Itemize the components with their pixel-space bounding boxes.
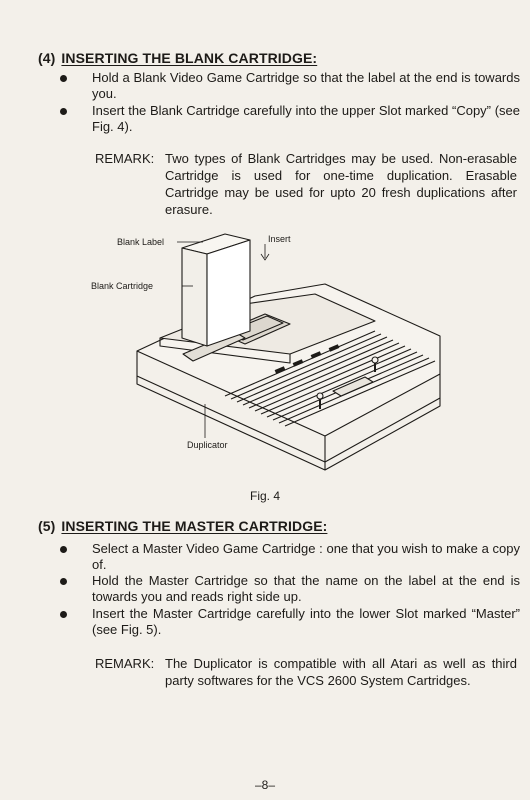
section-5-bullet-2: Hold the Master Cartridge so that the na…	[60, 573, 520, 605]
remark-text: The Duplicator is compatible with all At…	[165, 656, 517, 688]
section-5-bullet-1: Select a Master Video Game Cartridge : o…	[60, 541, 520, 573]
section-4-remark: REMARK: Two types of Blank Cartridges ma…	[95, 150, 525, 218]
section-4-bullet-1: Hold a Blank Video Game Cartridge so tha…	[60, 70, 520, 102]
fig-label-insert: Insert	[268, 234, 291, 244]
bullet-text: Select a Master Video Game Cartridge : o…	[92, 541, 520, 572]
bullet-text: Hold a Blank Video Game Cartridge so tha…	[92, 70, 520, 101]
remark-label: REMARK:	[95, 656, 155, 671]
remark-label: REMARK:	[95, 151, 155, 166]
section-4-title: INSERTING THE BLANK CARTRIDGE:	[61, 50, 318, 66]
remark-text: Two types of Blank Cartridges may be use…	[165, 151, 517, 217]
fig-label-duplicator: Duplicator	[187, 440, 228, 450]
section-4-number: (4)	[38, 50, 56, 66]
section-5-title: INSERTING THE MASTER CARTRIDGE:	[61, 518, 328, 534]
section-4-heading: (4) INSERTING THE BLANK CARTRIDGE:	[38, 50, 317, 66]
bullet-icon	[60, 546, 67, 553]
section-5-heading: (5) INSERTING THE MASTER CARTRIDGE:	[38, 518, 327, 534]
bullet-icon	[60, 611, 67, 618]
page-number: –8–	[254, 778, 276, 792]
section-5-bullet-3: Insert the Master Cartridge carefully in…	[60, 606, 520, 638]
section-5-remark: REMARK: The Duplicator is compatible wit…	[95, 655, 525, 689]
section-4-bullet-2: Insert the Blank Cartridge carefully int…	[60, 103, 520, 135]
section-5-number: (5)	[38, 518, 56, 534]
fig-label-blank-cartridge: Blank Cartridge	[91, 281, 153, 291]
bullet-text: Insert the Master Cartridge carefully in…	[92, 606, 520, 637]
fig-label-blank-label: Blank Label	[117, 237, 164, 247]
bullet-icon	[60, 578, 67, 585]
bullet-text: Insert the Blank Cartridge carefully int…	[92, 103, 520, 134]
figure-caption: Fig. 4	[249, 489, 280, 503]
bullet-icon	[60, 108, 67, 115]
duplicator-illustration: Blank Label Insert Blank Cartridge Dupli…	[91, 233, 441, 471]
bullet-text: Hold the Master Cartridge so that the na…	[92, 573, 520, 604]
bullet-icon	[60, 75, 67, 82]
